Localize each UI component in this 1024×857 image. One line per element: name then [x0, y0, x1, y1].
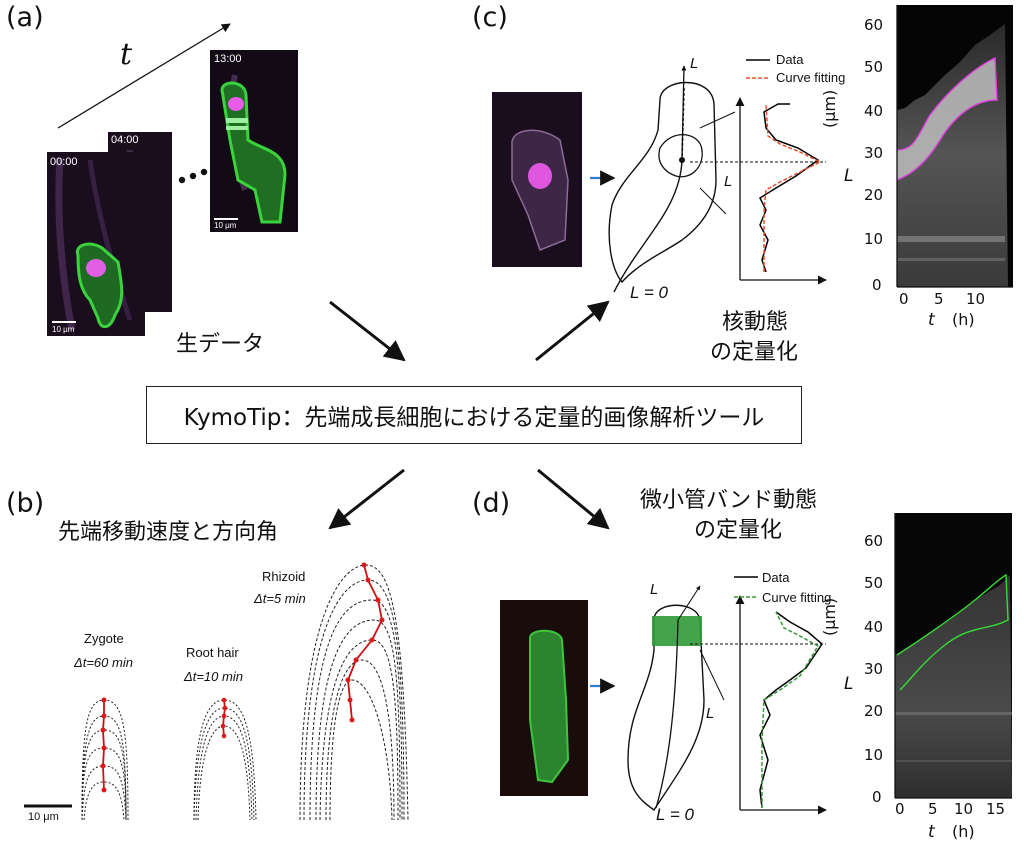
- rhizoid-label: Rhizoid: [262, 569, 306, 584]
- kymo-c-ytick: 50: [864, 58, 884, 76]
- kymo-d-ytick: 40: [864, 618, 884, 636]
- profile-fit-c: [763, 103, 822, 272]
- kymo-d-yunit: (μm): [820, 597, 839, 636]
- kymo-c-yunit: (μm): [820, 89, 839, 128]
- rhizoid-dt: Δt=5 min: [254, 591, 306, 606]
- kymo-d-xtick: 5: [928, 800, 938, 818]
- caption-d-line1: 微小管バンド動態: [640, 488, 818, 513]
- kymo-c-xunit: (h): [952, 310, 975, 329]
- ellipsis-dot: [189, 172, 197, 180]
- panel-c-letter: (c): [472, 2, 508, 33]
- frame-1300: [210, 50, 298, 232]
- scalebar-a-label: 10 μm: [52, 325, 75, 334]
- zygote-dt: Δt=60 min: [74, 655, 133, 670]
- panel-b-letter: (b): [6, 488, 45, 519]
- kymo-d-ytick: 0: [872, 788, 882, 806]
- legend-fit-c: Curve fitting: [776, 70, 846, 85]
- rhizoid-tip-points: [345, 562, 385, 723]
- cell-outline-c: [608, 81, 717, 284]
- legend-fit-d: Curve fitting: [762, 590, 832, 605]
- rhizoid-outlines: [299, 564, 409, 821]
- kymo-c-ytick: 20: [864, 186, 884, 204]
- kymo-d-xlabel: t: [928, 822, 935, 842]
- kymo-c-outline: [896, 56, 998, 181]
- tip-velocity-caption: 先端移動速度と方向角: [58, 520, 279, 545]
- profile-data-d: [759, 611, 823, 809]
- cell-1300: [220, 81, 287, 224]
- zygote-label: Zygote: [84, 631, 124, 646]
- kymo-d-xunit: (h): [952, 822, 975, 841]
- caption-c-line1: 核動態: [722, 310, 789, 335]
- profile-data-c: [759, 103, 820, 273]
- panel-c-graphics: [492, 59, 827, 293]
- panel-d-letter: (d): [472, 488, 511, 519]
- panel-d-graphics: [500, 576, 827, 815]
- zygote-tip-points: [100, 697, 107, 793]
- kymo-d-xtick: 10: [954, 800, 974, 818]
- roothair-dt: Δt=10 min: [184, 669, 243, 684]
- axis-L-arrow-label-d: L: [650, 581, 659, 598]
- L-zero-label-c: L = 0: [630, 283, 668, 302]
- panel-a-letter: (a): [6, 2, 44, 33]
- caption-d-line2: の定量化: [694, 518, 783, 543]
- kymo-d-ytick: 20: [864, 702, 884, 720]
- kymograph-d-graphics: [894, 513, 1012, 799]
- profile-L-label-c: L: [724, 173, 733, 190]
- kymo-c-xtick: 10: [966, 290, 986, 308]
- kymo-c-ytick: 40: [864, 102, 884, 120]
- panel-b-graphics: [24, 562, 409, 821]
- kymo-c-ytick: 60: [864, 16, 884, 34]
- axis-L-arrow-label-c: L: [690, 55, 699, 72]
- kymo-d-xtick: 15: [986, 800, 1006, 818]
- timestamp-0000: 00:00: [50, 156, 78, 168]
- kymo-d-ytick: 10: [864, 746, 884, 764]
- kymotip-title-box: KymoTip：先端成長細胞における定量的画像解析ツール: [146, 386, 802, 444]
- kymo-d-ytick: 30: [864, 660, 884, 678]
- ellipsis-dot: [200, 168, 208, 176]
- kymo-c-ytick: 0: [872, 276, 882, 294]
- profile-L-label-d: L: [706, 705, 715, 722]
- kymo-d-ytick: 50: [864, 574, 884, 592]
- scalebar-a2-label: 10 μm: [214, 221, 237, 230]
- timestamp-0400: 04:00: [111, 134, 139, 146]
- legend-data-d: Data: [762, 570, 790, 585]
- kymo-c-ytick: 30: [864, 144, 884, 162]
- kymo-d-xtick: 0: [895, 800, 905, 818]
- raw-data-caption: 生データ: [176, 332, 265, 357]
- kymo-c-xlabel: t: [928, 310, 935, 330]
- kymo-c-ylabel: L: [844, 166, 854, 186]
- kymo-c-xtick: 5: [934, 290, 944, 308]
- kymo-d-ytick: 60: [864, 532, 884, 550]
- kymo-c-xtick: 0: [899, 290, 909, 308]
- ellipsis-dot: [178, 176, 186, 184]
- scalebar-b-label: 10 μm: [28, 811, 59, 823]
- kymograph-c-graphics: [896, 5, 1013, 288]
- flow-arrows: [328, 300, 610, 530]
- caption-c-line2: の定量化: [710, 340, 799, 365]
- kymo-d-ylabel: L: [844, 674, 854, 694]
- timestamp-1300: 13:00: [214, 53, 242, 65]
- kymo-d-outline: [896, 573, 1009, 691]
- time-axis-label: t: [120, 37, 133, 72]
- kymo-c-ytick: 10: [864, 230, 884, 248]
- roothair-tip-points: [220, 697, 228, 739]
- roothair-label: Root hair: [186, 645, 239, 660]
- profile-fit-d: [761, 611, 820, 808]
- L-zero-label-d: L = 0: [656, 805, 694, 824]
- panel-a-graphics: [47, 23, 298, 336]
- time-axis-arrow: [57, 23, 231, 129]
- legend-data-c: Data: [776, 52, 804, 67]
